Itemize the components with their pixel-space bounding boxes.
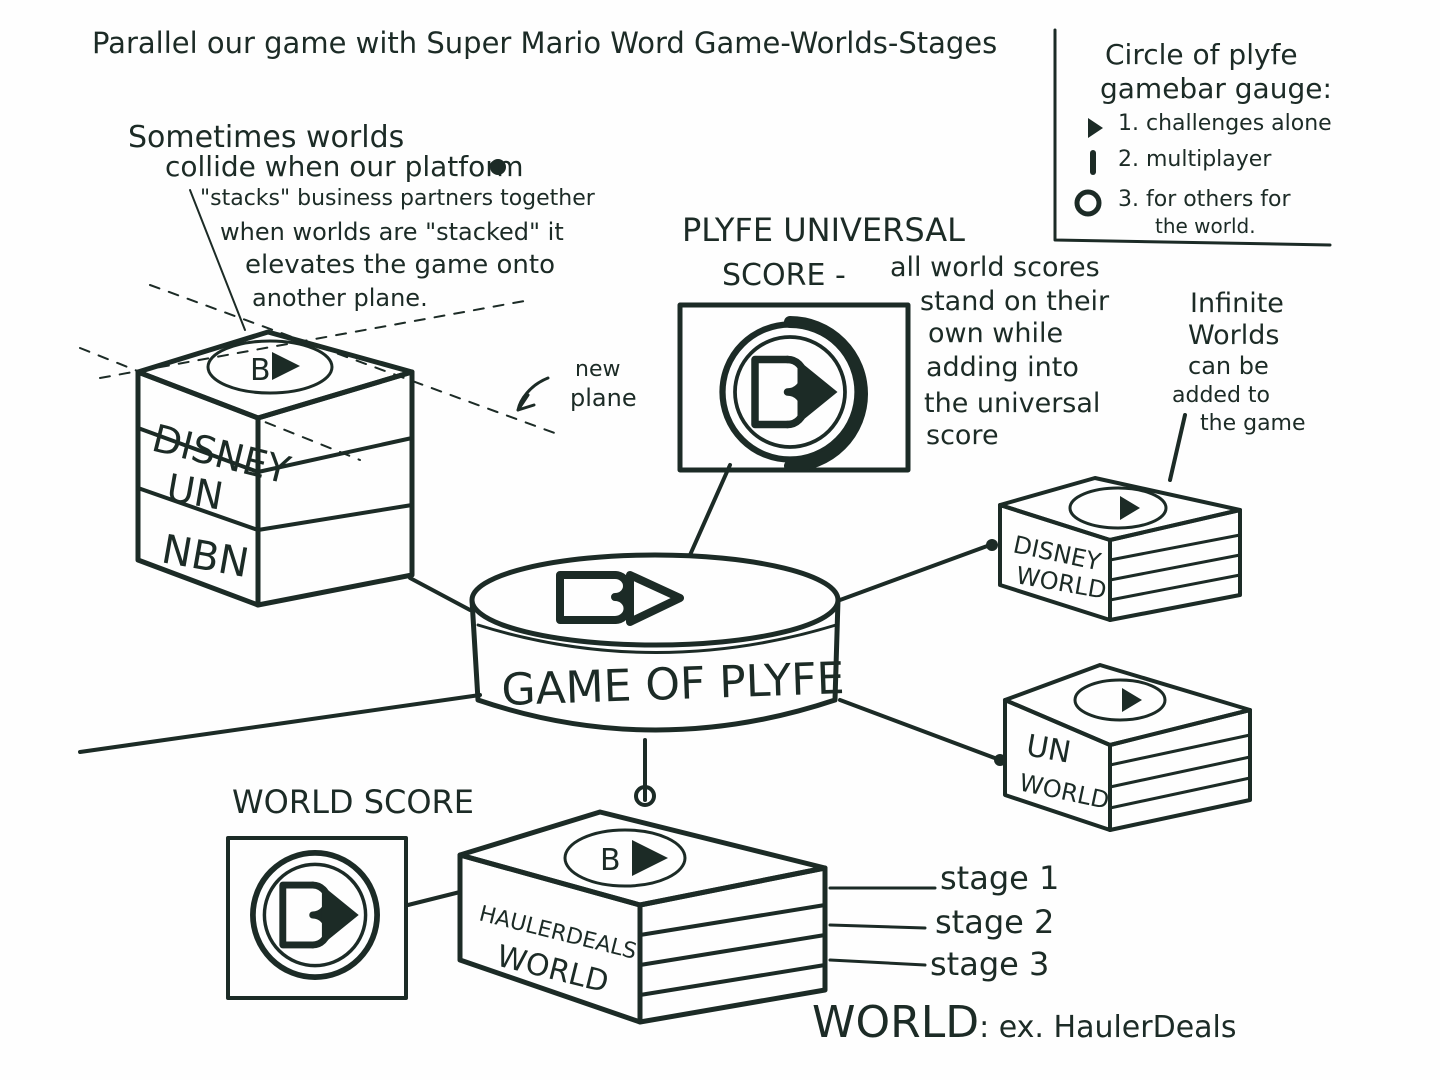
note-line: the game (1200, 411, 1306, 436)
note-line: "stacks" business partners together (200, 186, 595, 211)
connector-lines (78, 413, 1187, 907)
un-world-label: UN (1024, 728, 1074, 770)
arrow-icon (516, 376, 550, 412)
box-layers (136, 426, 414, 532)
legend-item: the world. (1155, 214, 1256, 238)
new-plane-label: plane (570, 384, 637, 412)
universal-score-title: PLYFE UNIVERSAL (682, 211, 965, 249)
haulerdeals-world-box: B HAULERDEALS WORLD (457, 809, 828, 1025)
universal-score-box (677, 302, 911, 473)
note-line: when worlds are "stacked" it (220, 218, 564, 246)
link-dot (986, 539, 998, 551)
stacked-worlds-box: B DISNEY UN NBN (135, 329, 415, 608)
note-line: Infinite (1190, 288, 1284, 319)
note-line: the universal (924, 388, 1101, 419)
legend-item: 3. for others for (1118, 187, 1291, 212)
stage-pointers (828, 886, 937, 967)
logo-mark: B (600, 843, 621, 878)
box-side (255, 369, 415, 608)
ink-dot (490, 159, 506, 175)
stack-layer-un: UN (163, 466, 226, 519)
world-example: WORLD: ex. HaulerDeals (812, 997, 1237, 1048)
stage-label: stage 3 (930, 945, 1050, 983)
legend-heading: Circle of plyfe (1105, 38, 1298, 71)
link-knot (634, 785, 656, 807)
note-line: can be (1188, 352, 1269, 380)
new-plane-label: new (575, 357, 621, 382)
note-line: stand on their (920, 286, 1110, 317)
world-score-logo-icon (253, 853, 377, 977)
universal-score-title: SCORE - (722, 258, 846, 293)
note-line: another plane. (252, 284, 428, 312)
play-icon (272, 352, 300, 380)
stage-label: stage 1 (940, 859, 1060, 897)
stage-label: stage 2 (935, 903, 1055, 941)
note-line: Sometimes worlds (128, 120, 405, 155)
world-score-label: WORLD SCORE (232, 783, 474, 821)
box-logo-ring (206, 339, 334, 395)
note-line: elevates the game onto (245, 250, 555, 280)
hub-label: GAME OF PLYFE (501, 653, 846, 716)
world-example-big: WORLD (812, 997, 980, 1048)
un-world-box: UN WORLD (1003, 663, 1252, 832)
note-line: collide when our platform (165, 150, 524, 183)
circle-icon (1074, 189, 1102, 217)
logo-mark: B (250, 353, 271, 388)
note-line: all world scores (890, 252, 1100, 283)
note-line: adding into (926, 352, 1079, 383)
legend-border (1053, 28, 1332, 247)
note-line: added to (1172, 383, 1270, 408)
hub-play-icon (626, 571, 684, 626)
note-line: score (926, 420, 999, 451)
triangle-icon (1088, 118, 1103, 138)
legend-item: 2. multiplayer (1118, 147, 1272, 172)
callout-line (189, 189, 246, 331)
un-world-label: WORLD (1017, 768, 1112, 814)
stack-layer-nbn: NBN (158, 527, 252, 587)
legend-heading: gamebar gauge: (1100, 72, 1332, 105)
legend-item: 1. challenges alone (1118, 111, 1332, 136)
disney-world-box: DISNEY WORLD (998, 476, 1242, 622)
page-title: Parallel our game with Super Mario Word … (92, 26, 998, 60)
note-line: Worlds (1188, 320, 1280, 351)
world-score-box (226, 836, 408, 1000)
note-line: own while (928, 318, 1064, 349)
hub-cylinder: GAME OF PLYFE (469, 552, 846, 733)
world-example-small: : ex. HaulerDeals (979, 1010, 1237, 1045)
